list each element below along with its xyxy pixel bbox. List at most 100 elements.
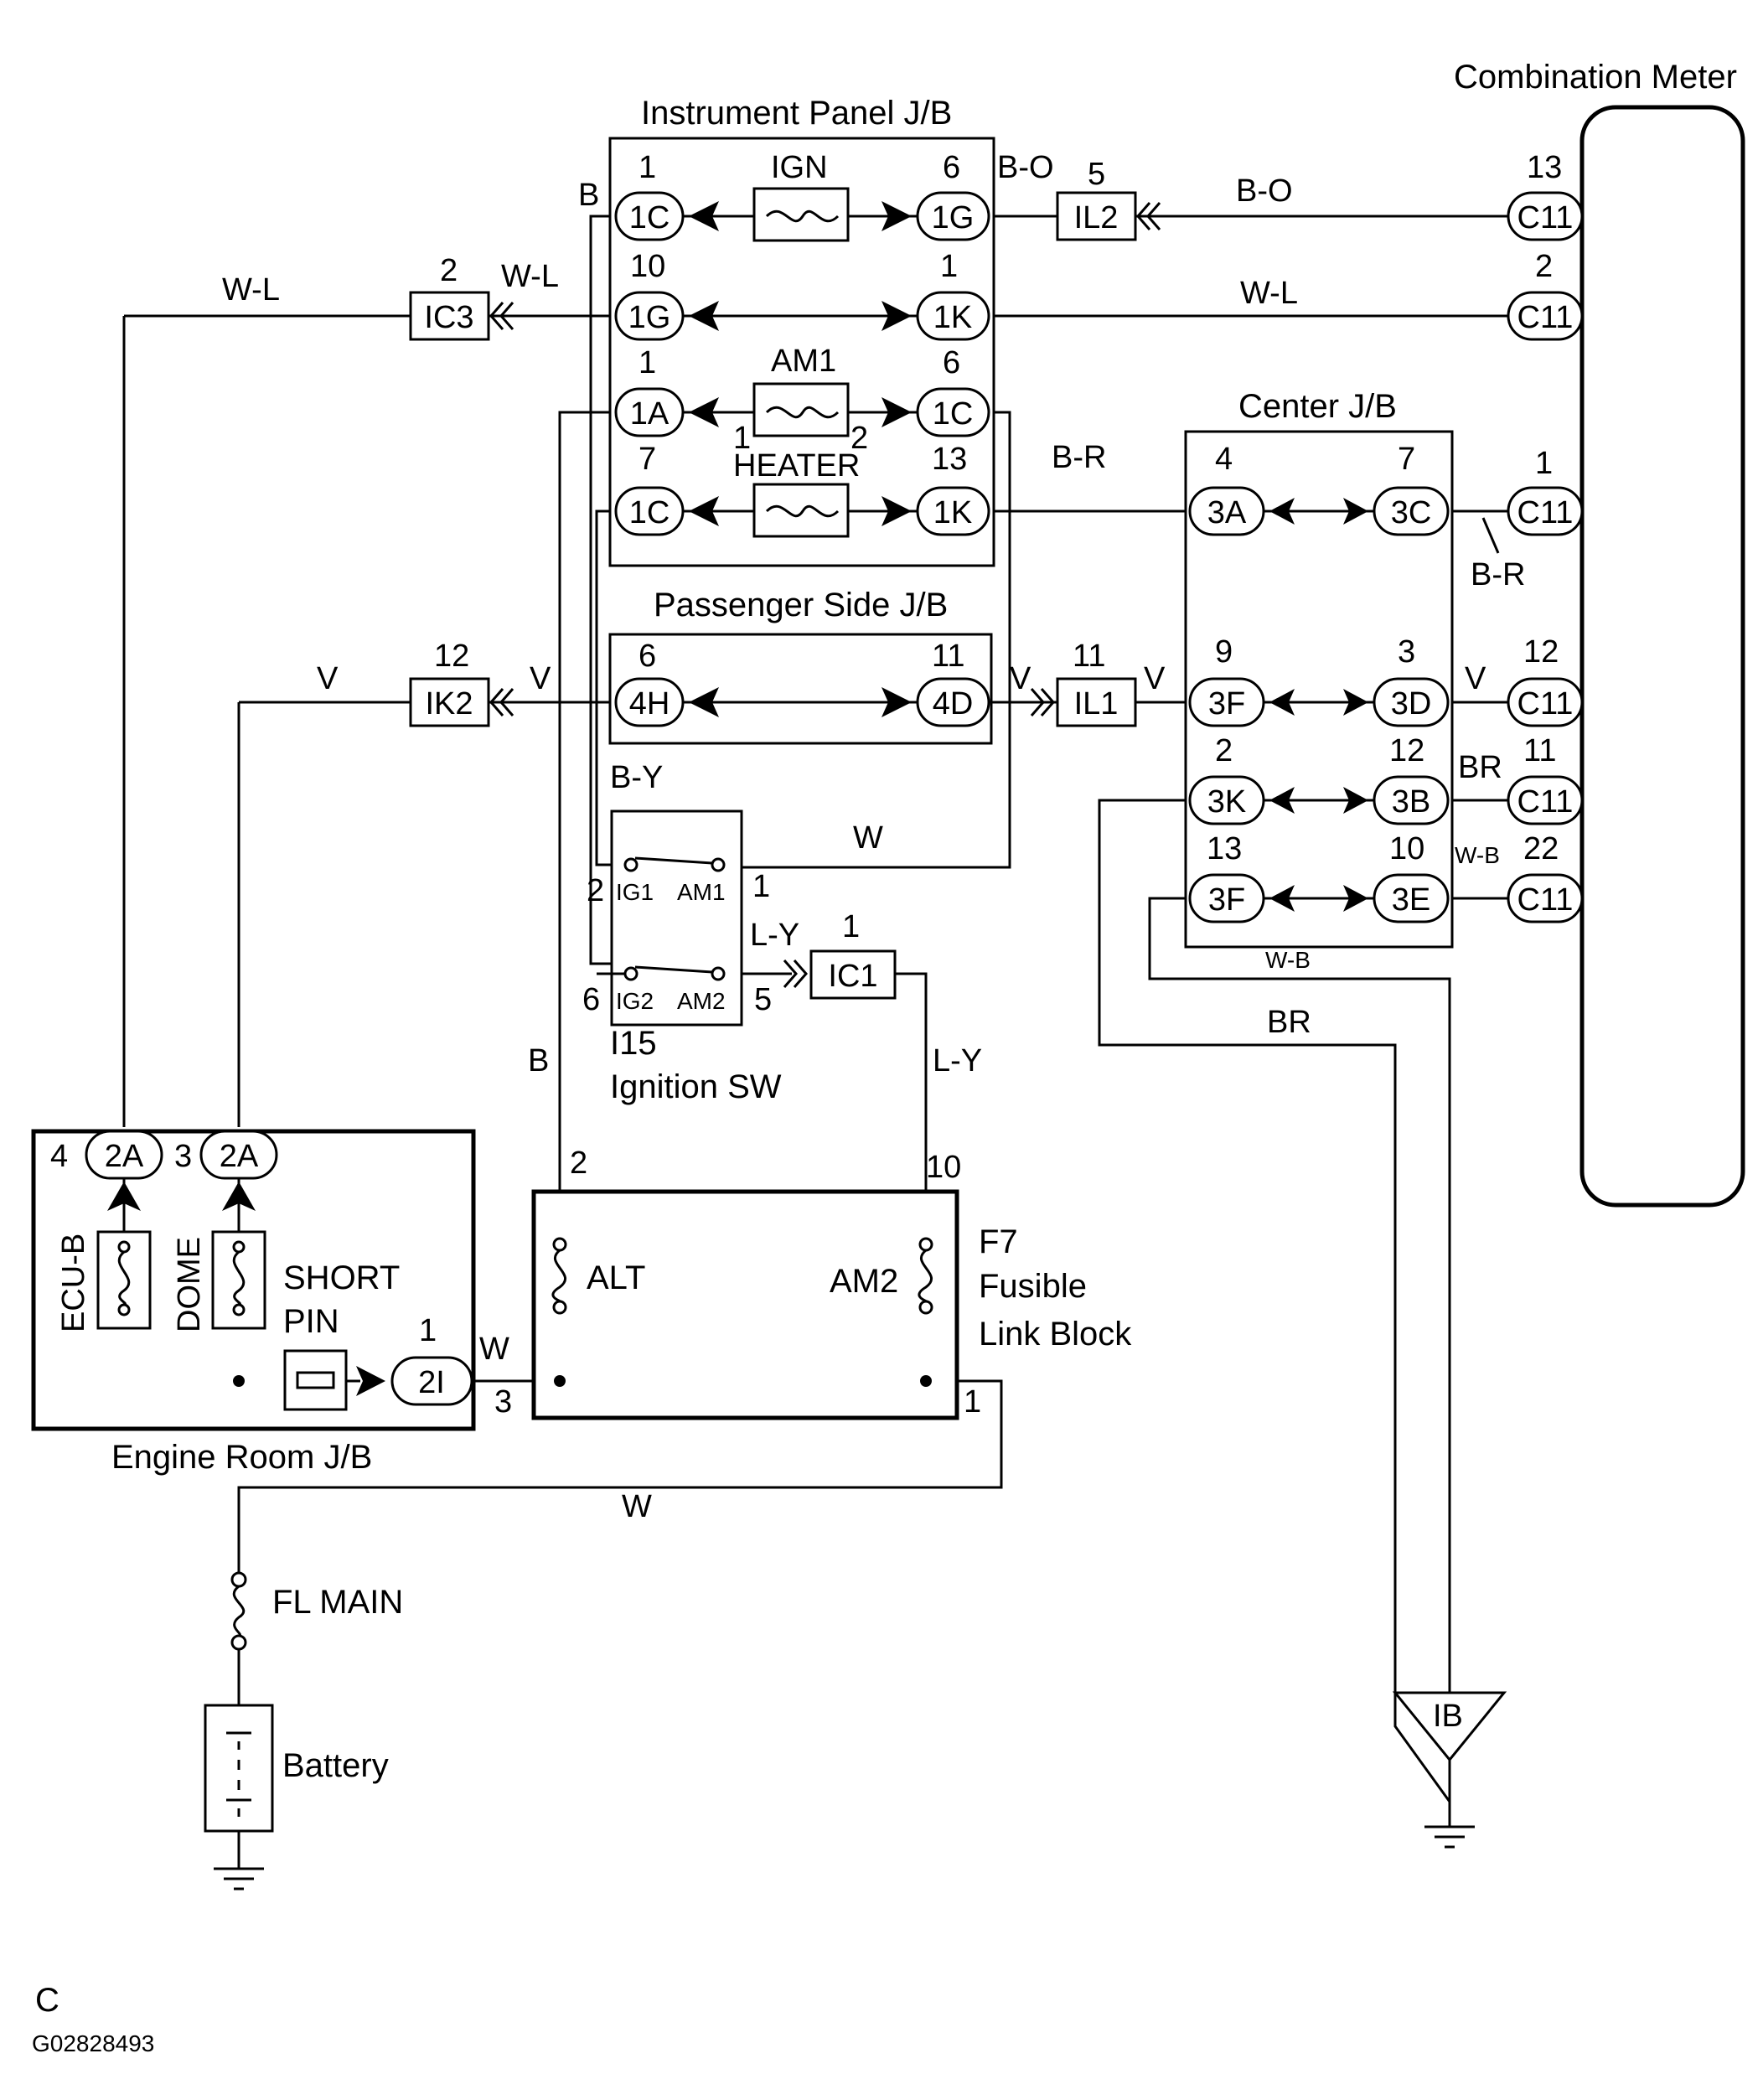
svg-text:1A: 1A — [630, 396, 670, 432]
combination-meter-label: Combination Meter — [1454, 59, 1737, 96]
svg-text:3: 3 — [174, 1139, 192, 1174]
engine-room-jb-label: Engine Room J/B — [111, 1439, 372, 1476]
svg-text:C11: C11 — [1517, 686, 1574, 722]
svg-text:4: 4 — [1215, 442, 1233, 477]
alt-fusible-link: ALT — [551, 1237, 645, 1315]
svg-text:12: 12 — [1389, 733, 1424, 768]
svg-text:5: 5 — [1088, 157, 1105, 192]
ignition-switch-id: I15 — [610, 1025, 657, 1062]
svg-text:B-R: B-R — [1471, 557, 1525, 592]
connector-ik2 — [409, 677, 490, 727]
svg-text:W-B: W-B — [1455, 842, 1500, 868]
svg-text:11: 11 — [1073, 639, 1105, 674]
footer-letter: C — [35, 1982, 59, 2019]
svg-text:5: 5 — [754, 982, 772, 1017]
svg-text:2: 2 — [440, 253, 458, 288]
fusible-link-label-1: Fusible — [979, 1268, 1087, 1305]
svg-text:W: W — [853, 820, 883, 856]
ignition-switch-label: Ignition SW — [610, 1068, 782, 1105]
svg-text:W: W — [479, 1332, 509, 1367]
svg-text:11: 11 — [1523, 733, 1556, 768]
short-pin-label-1: SHORT — [283, 1259, 400, 1296]
junction-dot — [233, 1375, 245, 1387]
svg-text:V: V — [1010, 661, 1031, 696]
passenger-side-jb-label: Passenger Side J/B — [654, 587, 948, 623]
svg-text:ECU-B: ECU-B — [56, 1234, 91, 1332]
svg-text:1C: 1C — [629, 200, 670, 235]
svg-text:IL2: IL2 — [1074, 200, 1119, 235]
svg-text:6: 6 — [943, 150, 960, 185]
svg-text:1: 1 — [842, 909, 860, 944]
connector-c11-13 — [1507, 191, 1584, 241]
svg-text:12: 12 — [434, 639, 469, 674]
ib-ground-point: IB — [1392, 1691, 1507, 1849]
heater-fuse: HEATER — [683, 448, 918, 538]
short-pin-label-2: PIN — [283, 1303, 339, 1340]
svg-text:4H: 4H — [629, 686, 670, 722]
connector-il1 — [1056, 677, 1137, 727]
svg-text:IGN: IGN — [771, 150, 828, 185]
short-pin — [283, 1349, 360, 1411]
svg-text:6: 6 — [582, 982, 600, 1017]
ignition-switch-box — [610, 809, 743, 1027]
connector-ic1 — [809, 949, 897, 1000]
fusible-link-block-box — [531, 1189, 959, 1420]
svg-text:1: 1 — [1535, 446, 1553, 481]
svg-text:C11: C11 — [1517, 784, 1574, 820]
svg-text:13: 13 — [1527, 150, 1562, 185]
connectors: 1C 1G 1G 1K 1A 1C 1C 1K 4H 4D 3A 3C 3F 3… — [85, 191, 1584, 1406]
svg-text:W-B: W-B — [1265, 947, 1311, 973]
combination-meter-body — [1579, 105, 1745, 1208]
svg-text:B-Y: B-Y — [610, 760, 663, 795]
connector-c11-11 — [1507, 775, 1584, 825]
svg-text:2A: 2A — [105, 1139, 144, 1174]
svg-text:10: 10 — [630, 249, 665, 284]
battery: Battery — [204, 1704, 389, 1833]
svg-text:IG1: IG1 — [616, 879, 654, 905]
connector-c11-12 — [1507, 677, 1584, 727]
dome-fuse: DOME — [172, 1230, 266, 1332]
instrument-panel-jb-label: Instrument Panel J/B — [641, 95, 952, 132]
connector-2i — [390, 1356, 473, 1406]
svg-text:9: 9 — [1215, 634, 1233, 670]
fusible-link-label-2: Link Block — [979, 1316, 1132, 1353]
open-chevrons — [489, 202, 1161, 988]
svg-text:B-R: B-R — [1052, 440, 1106, 475]
svg-text:AM2: AM2 — [830, 1263, 898, 1300]
svg-text:22: 22 — [1523, 831, 1559, 866]
svg-text:7: 7 — [1398, 442, 1415, 477]
am2-fusible-link: AM2 — [830, 1237, 933, 1315]
svg-text:1: 1 — [419, 1313, 437, 1348]
svg-text:1G: 1G — [932, 200, 975, 235]
svg-text:10: 10 — [1389, 831, 1424, 866]
svg-text:BR: BR — [1458, 750, 1502, 785]
svg-text:7: 7 — [639, 442, 656, 477]
svg-text:3C: 3C — [1391, 495, 1432, 530]
svg-text:IB: IB — [1433, 1699, 1463, 1734]
svg-text:V: V — [530, 661, 551, 696]
fl-main-fusible-link: FL MAIN — [230, 1571, 403, 1651]
svg-text:3D: 3D — [1391, 686, 1432, 722]
svg-text:V: V — [1144, 661, 1166, 696]
svg-text:AM1: AM1 — [677, 879, 726, 905]
svg-text:4: 4 — [50, 1139, 68, 1174]
svg-text:HEATER: HEATER — [733, 448, 860, 484]
svg-text:C11: C11 — [1517, 882, 1574, 918]
svg-text:ALT: ALT — [587, 1259, 645, 1296]
svg-text:B: B — [578, 178, 599, 213]
ignition-switch-contacts: IG1 AM1 IG2 AM2 — [597, 856, 726, 1014]
battery-ground — [214, 1867, 264, 1891]
svg-text:6: 6 — [639, 639, 656, 674]
svg-text:IC1: IC1 — [828, 959, 877, 994]
svg-text:W-L: W-L — [1240, 276, 1298, 311]
svg-text:B: B — [528, 1043, 549, 1078]
svg-text:W-L: W-L — [501, 259, 559, 294]
connector-c11-22 — [1507, 873, 1584, 923]
svg-text:AM1: AM1 — [771, 344, 836, 379]
svg-text:10: 10 — [926, 1150, 961, 1185]
connector-ic3 — [409, 291, 490, 341]
wire-color-labels: B-O B-O B W-L W-L W-L B-R B-R V V V V V … — [222, 150, 1525, 1524]
svg-text:IG2: IG2 — [616, 988, 654, 1014]
svg-text:FL MAIN: FL MAIN — [272, 1584, 403, 1621]
